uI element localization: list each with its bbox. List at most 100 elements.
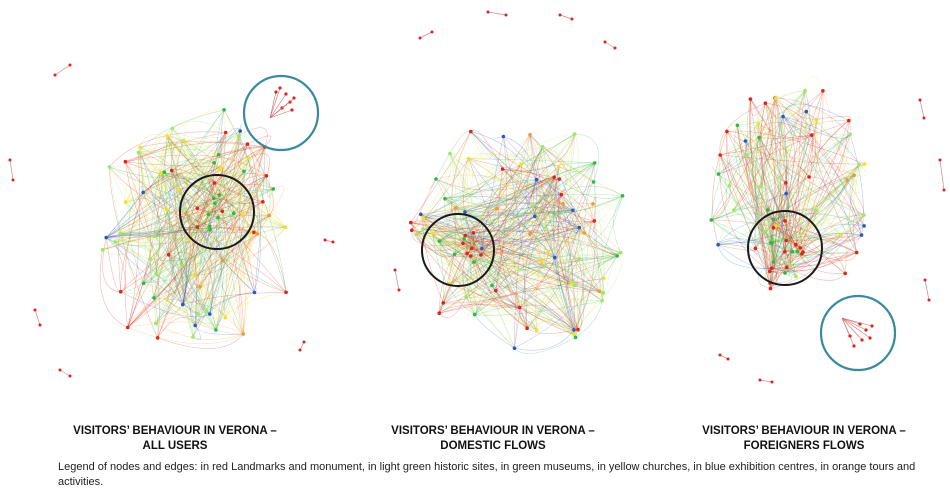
network-edge [754,116,784,249]
network-edge [782,110,819,120]
network-edge [190,286,201,326]
network-edge [588,220,618,257]
network-edge [784,214,865,274]
network-edge [432,232,475,315]
network-edge [448,259,543,285]
network-edge [758,137,864,216]
network-edge [496,164,522,209]
network-edge [144,235,157,274]
network-node [123,200,128,204]
network-edge [559,178,623,199]
network-edge [798,111,817,120]
network-edge [491,166,559,286]
network-edge [439,176,555,242]
network-edge [247,135,272,148]
network-edge [489,261,575,331]
network-edge [536,179,572,284]
network-edge [773,133,851,262]
network-edge [432,133,575,234]
network-node [804,109,809,114]
network-edge [449,153,580,228]
network-edge [466,283,572,305]
network-edge [139,147,157,324]
network-node [232,211,236,215]
network-edge [763,227,783,243]
network-edge [138,149,250,159]
network-node [862,213,866,217]
network-edge [154,146,265,237]
network-edge [496,146,543,209]
network-edge [181,213,235,266]
network-edge [420,214,531,235]
isolated-edge [919,99,925,119]
network-edge [411,178,437,231]
network-edge [444,179,537,199]
network-edge [109,166,215,204]
network-edge [774,97,862,236]
network-node [815,208,819,213]
network-edge [444,198,580,260]
network-edge [153,229,211,299]
network-edge [718,134,812,175]
network-edge [125,128,173,203]
network-edge [422,218,468,254]
network-edge [786,249,804,268]
network-edge [106,231,254,238]
network-node [591,180,596,184]
network-node [176,187,181,191]
network-edge [795,244,857,262]
network-edge [746,99,773,244]
network-edge [106,237,184,305]
network-node [152,296,156,300]
network-edge [420,214,603,302]
network-edge [455,205,531,235]
network-edge [166,209,226,318]
network-node [559,192,564,197]
network-edge [773,227,846,274]
network-edge [466,255,618,298]
isolated-node [430,30,434,34]
network-edge [258,146,270,216]
cluster-node [278,86,282,90]
network-edge [758,123,810,178]
network-edge [444,158,469,199]
network-edge [717,244,772,270]
network-edge [155,215,270,274]
network-edge [114,175,267,243]
network-edge [480,164,522,256]
network-edge [164,171,286,228]
network-edge [181,265,211,315]
network-edge [154,154,219,237]
network-edge [125,197,209,215]
network-edge [463,238,604,294]
network-edge [784,220,842,240]
network-node [206,212,211,217]
isolated-edge [604,41,616,49]
network-edge [153,134,240,299]
network-node [572,328,576,332]
isolated-node [718,353,722,357]
network-node [191,335,195,339]
network-edge [466,253,600,292]
network-edge [410,222,579,330]
network-edge [771,164,860,244]
network-edge [127,321,244,335]
network-edge [199,146,266,287]
network-edge [154,235,224,261]
network-edge [120,203,215,234]
network-edge [119,233,155,246]
network-edge [746,155,774,228]
highlight-circle-all-users-cluster [242,74,320,152]
network-edge [733,97,776,211]
network-edge [214,162,287,293]
network-edge [746,154,786,273]
network-edge [139,147,179,190]
network-edge [160,172,251,233]
network-node [790,249,795,254]
network-edge [465,227,580,243]
network-edge [158,172,198,228]
network-edge [786,134,851,194]
network-edge [758,137,787,194]
network-node [472,312,477,317]
network-node [217,193,222,197]
